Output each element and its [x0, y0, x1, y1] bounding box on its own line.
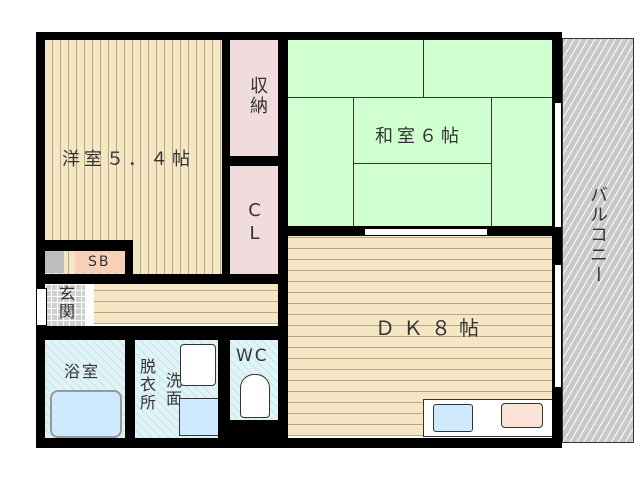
western-room: [44, 40, 222, 276]
toilet: [240, 374, 270, 418]
japanese-room-label: 和室６帖: [375, 126, 463, 147]
washbasin-label: 洗面: [163, 372, 182, 408]
bathtub: [50, 390, 122, 438]
dressing-room-label: 脱衣所: [137, 358, 156, 412]
dining-kitchen-label: ＤＫ８帖: [375, 316, 487, 340]
kitchen-sink: [433, 404, 473, 432]
western-room-label: 洋室５．４帖: [62, 149, 194, 170]
storage-label: 収納: [247, 76, 268, 116]
balcony-label: バルコニー: [587, 185, 608, 285]
closet-label: CL: [244, 200, 265, 246]
washbasin: [180, 344, 216, 386]
shoe-box: [75, 251, 125, 273]
window-japanese-balcony[interactable]: [554, 102, 562, 228]
bathroom-label: 浴室: [64, 362, 101, 381]
japanese-room: [288, 40, 552, 226]
toilet-label: WC: [236, 346, 269, 366]
window-japanese-room[interactable]: [364, 228, 488, 236]
balcony: [562, 38, 634, 443]
storage-closet: [230, 40, 278, 156]
entrance: [45, 284, 85, 326]
closet: [230, 166, 278, 274]
front-door[interactable]: [36, 288, 47, 326]
dining-kitchen: [288, 236, 552, 436]
window-dk-balcony[interactable]: [554, 264, 562, 388]
washing-machine: [179, 398, 219, 436]
entrance-label: 玄関: [56, 285, 75, 321]
shoe-box-label: SB: [88, 254, 111, 270]
stove[interactable]: [501, 403, 543, 428]
hallway: [94, 284, 278, 324]
